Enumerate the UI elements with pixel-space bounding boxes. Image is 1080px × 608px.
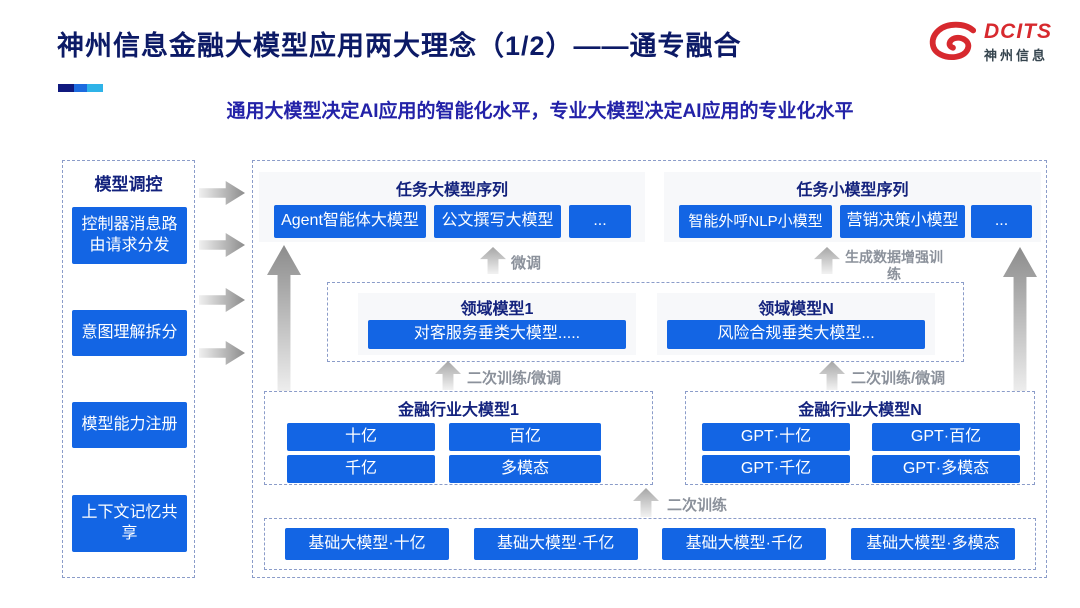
node-foundation-100b-a: 基础大模型·千亿 — [473, 528, 638, 560]
task-large-model-panel: 任务大模型序列 Agent智能体大模型 公文撰写大模型 ... — [259, 172, 645, 242]
task-small-model-panel: 任务小模型序列 智能外呼NLP小模型 营销决策小模型 ... — [664, 172, 1041, 242]
domain-model-n-panel: 领域模型N 风险合规垂类大模型... — [657, 293, 935, 355]
secondary-train-arrow-icon-left — [435, 361, 461, 390]
node-risk-compliance-model: 风险合规垂类大模型... — [667, 320, 925, 349]
node-foundation-multimodal: 基础大模型·多模态 — [850, 528, 1015, 560]
node-nlp-outbound-model: 智能外呼NLP小模型 — [679, 205, 832, 238]
accent-segment-dark — [58, 84, 74, 92]
accent-segment-blue — [74, 84, 87, 92]
sidebar-node-memory: 上下文记忆共享 — [72, 495, 187, 552]
domain-model-1-title: 领域模型1 — [460, 301, 534, 318]
gen-data-label: 生成数据增强训练 — [845, 249, 943, 282]
node-task-large-more: ... — [569, 205, 631, 238]
node-agent-large-model: Agent智能体大模型 — [274, 205, 426, 238]
node-gpt-10b: GPT·百亿 — [872, 423, 1020, 451]
domain-model-n-title: 领域模型N — [758, 301, 834, 318]
gen-data-arrow-icon — [814, 247, 840, 274]
domain-model-1-panel: 领域模型1 对客服务垂类大模型..... — [358, 293, 636, 355]
node-100b: 千亿 — [287, 455, 435, 483]
right-arrow-icon-4 — [199, 341, 245, 365]
node-1b: 十亿 — [287, 423, 435, 451]
right-arrow-icon-3 — [199, 288, 245, 312]
fine-tune-label: 微调 — [511, 255, 542, 272]
secondary-train-label-right: 二次训练/微调 — [851, 370, 946, 387]
model-stack-container: 任务大模型序列 Agent智能体大模型 公文撰写大模型 ... 任务小模型序列 … — [252, 160, 1047, 578]
title-accent-bar — [58, 84, 103, 92]
industry-model-n-title: 金融行业大模型N — [798, 402, 922, 419]
accent-segment-cyan — [87, 84, 103, 92]
industry-model-1-box: 金融行业大模型1 十亿 百亿 千亿 多模态 — [264, 391, 653, 485]
node-task-small-more: ... — [971, 205, 1032, 238]
secondary-train-label-left: 二次训练/微调 — [467, 370, 562, 387]
node-foundation-1b: 基础大模型·十亿 — [285, 528, 449, 560]
industry-model-1-title: 金融行业大模型1 — [398, 402, 519, 419]
domain-model-box: 领域模型1 对客服务垂类大模型..... 领域模型N 风险合规垂类大模型... — [327, 282, 964, 362]
industry-model-n-box: 金融行业大模型N GPT·十亿 GPT·百亿 GPT·千亿 GPT·多模态 — [685, 391, 1035, 485]
node-10b: 百亿 — [449, 423, 601, 451]
tall-up-arrow-icon-right — [1003, 247, 1037, 391]
secondary-train-arrow-icon-right — [819, 361, 845, 390]
dcits-logo-text: DCITS 神州信息 — [984, 21, 1052, 64]
sidebar-node-router: 控制器消息路由请求分发 — [72, 207, 187, 264]
sidebar-node-register: 模型能力注册 — [72, 402, 187, 448]
right-arrow-icon-1 — [199, 181, 245, 205]
model-control-panel: 模型调控 控制器消息路由请求分发 意图理解拆分 模型能力注册 上下文记忆共享 — [62, 160, 195, 578]
tall-up-arrow-icon-left — [267, 245, 301, 391]
dcits-logo: DCITS 神州信息 — [928, 20, 1052, 64]
page-title: 神州信息金融大模型应用两大理念（1/2）——通专融合 — [57, 31, 742, 61]
node-gpt-multimodal: GPT·多模态 — [872, 455, 1020, 483]
logo-brand-cn: 神州信息 — [984, 47, 1049, 63]
right-arrow-icon-2 — [199, 233, 245, 257]
sidebar-title: 模型调控 — [94, 175, 163, 194]
node-customer-service-model: 对客服务垂类大模型..... — [368, 320, 626, 349]
sidebar-node-intent: 意图理解拆分 — [72, 310, 187, 356]
node-marketing-decision-model: 营销决策小模型 — [840, 205, 965, 238]
node-foundation-100b-b: 基础大模型·千亿 — [662, 528, 827, 560]
node-gpt-100b: GPT·千亿 — [702, 455, 850, 483]
slide-subtitle: 通用大模型决定AI应用的智能化水平，专业大模型决定AI应用的专业化水平 — [226, 101, 854, 122]
secondary-train-arrow-icon-bottom — [633, 488, 659, 517]
node-multimodal: 多模态 — [449, 455, 601, 483]
foundation-model-box: 基础大模型·十亿 基础大模型·千亿 基础大模型·千亿 基础大模型·多模态 — [264, 518, 1036, 570]
node-doc-writing-model: 公文撰写大模型 — [434, 205, 561, 238]
secondary-train-label-bottom: 二次训练 — [667, 497, 728, 514]
task-large-title: 任务大模型序列 — [395, 182, 508, 199]
fine-tune-arrow-icon — [480, 247, 506, 274]
logo-brand: DCITS — [984, 19, 1052, 43]
node-gpt-1b: GPT·十亿 — [702, 423, 850, 451]
task-small-title: 任务小模型序列 — [796, 182, 909, 199]
dcits-swirl-icon — [929, 21, 977, 60]
